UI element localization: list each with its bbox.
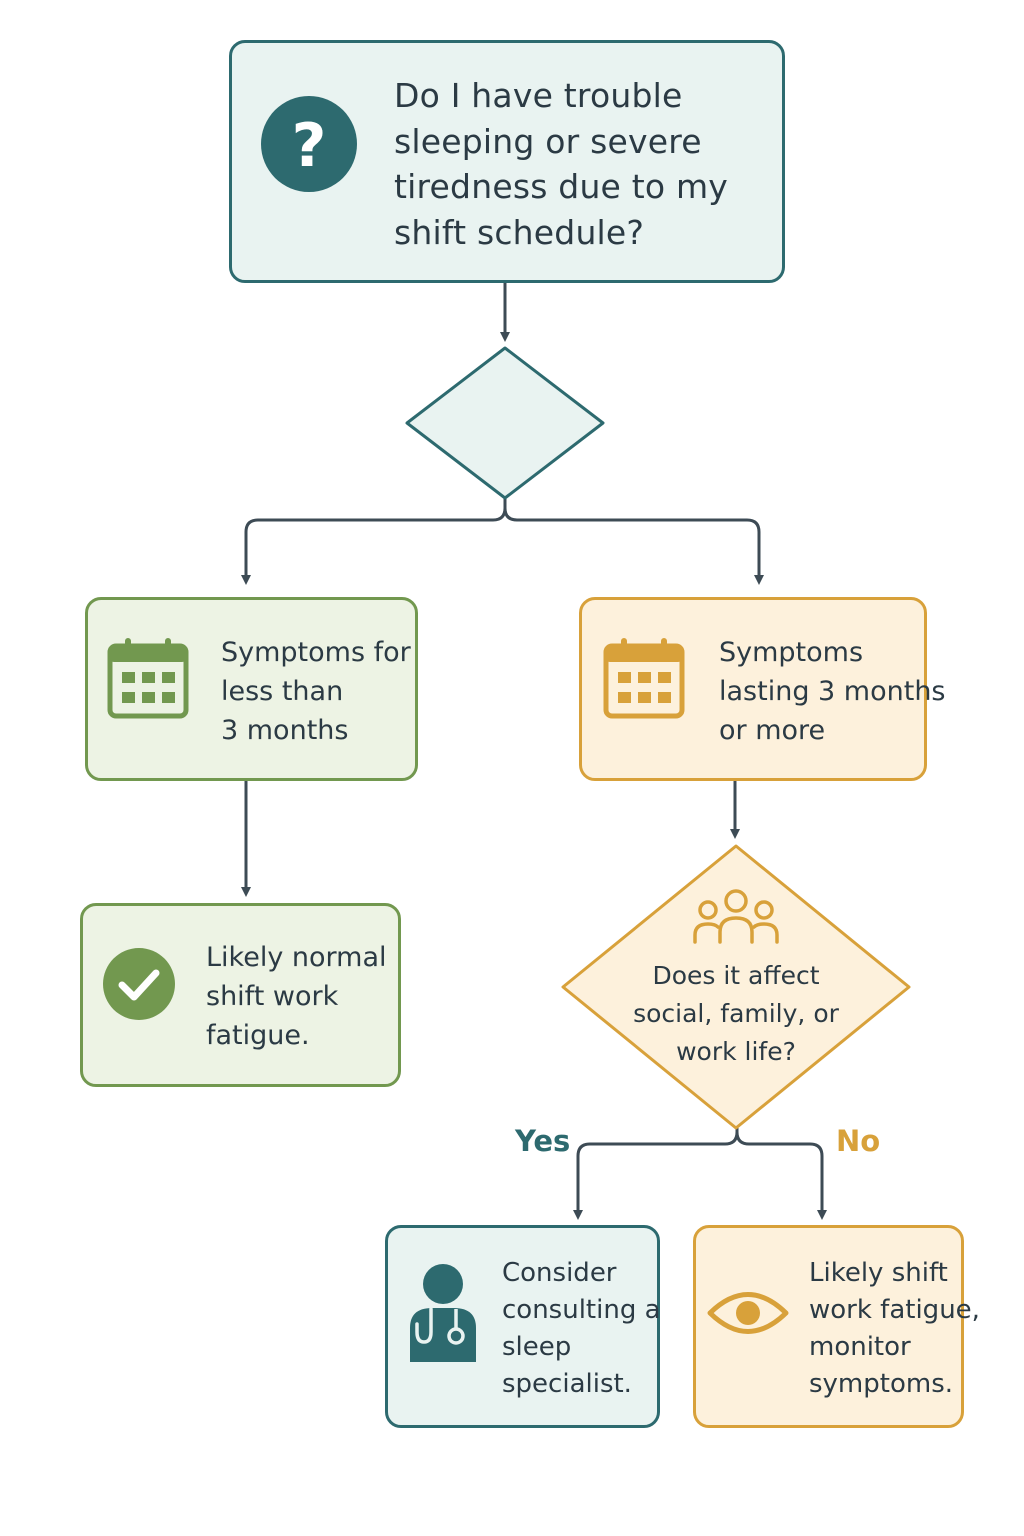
question-text: Do I have trouble sleeping or severe tir… <box>394 73 728 255</box>
arrow-diamond-split <box>241 498 507 585</box>
long-symptoms-text: Symptoms lasting 3 months or more <box>719 633 946 750</box>
monitor-text: Likely shift work fatigue, monitor sympt… <box>809 1255 980 1403</box>
monitor-line: symptoms. <box>809 1369 954 1399</box>
long-symptoms-line: lasting 3 months <box>719 676 946 707</box>
doctor-icon <box>410 1264 476 1362</box>
normal-fatigue-line: Likely normal <box>206 942 387 973</box>
decision-line: social, family, or <box>633 999 839 1028</box>
question-line: tiredness due to my <box>394 167 729 206</box>
monitor-box <box>693 1225 964 1428</box>
decision-line: work life? <box>676 1037 796 1066</box>
specialist-line: consulting a <box>502 1295 661 1325</box>
calendar-icon <box>603 638 685 719</box>
short-symptoms-line: 3 months <box>221 715 349 746</box>
decision-diamond-top <box>405 346 605 500</box>
short-symptoms-text: Symptoms for less than 3 months <box>221 633 411 750</box>
normal-fatigue-text: Likely normal shift work fatigue. <box>206 938 387 1055</box>
monitor-line: monitor <box>809 1332 911 1362</box>
specialist-line: Consider <box>502 1258 617 1288</box>
decision-line: Does it affect <box>652 961 820 990</box>
short-symptoms-line: Symptoms for <box>221 637 411 668</box>
question-mark-icon: ? <box>261 96 357 192</box>
monitor-line: Likely shift <box>809 1258 948 1288</box>
short-symptoms-box <box>85 597 418 781</box>
svg-text:?: ? <box>292 111 327 181</box>
yes-label: Yes <box>515 1124 571 1158</box>
decision-text: Does it affect social, family, or work l… <box>616 957 856 1071</box>
specialist-text: Consider consulting a sleep specialist. <box>502 1255 661 1403</box>
long-symptoms-line: or more <box>719 715 826 746</box>
long-symptoms-box <box>579 597 927 781</box>
question-line: Do I have trouble <box>394 76 683 115</box>
calendar-icon <box>107 638 189 719</box>
short-symptoms-line: less than <box>221 676 344 707</box>
no-label: No <box>836 1124 881 1158</box>
monitor-line: work fatigue, <box>809 1295 980 1325</box>
arrow-diamond-split-right <box>503 507 764 585</box>
arrow-decision-yes <box>573 1128 739 1220</box>
specialist-line: sleep <box>502 1332 572 1362</box>
question-line: shift schedule? <box>394 212 645 252</box>
eye-icon <box>707 1292 789 1334</box>
arrow-decision-no <box>735 1131 827 1220</box>
check-circle-icon <box>103 948 175 1020</box>
long-symptoms-line: Symptoms <box>719 637 864 668</box>
normal-fatigue-line: shift work <box>206 981 339 1012</box>
specialist-line: specialist. <box>502 1369 632 1399</box>
normal-fatigue-line: fatigue. <box>206 1020 310 1051</box>
decision-diamond <box>561 844 911 1130</box>
people-icon <box>693 889 779 944</box>
question-line: sleeping or severe <box>394 121 702 161</box>
